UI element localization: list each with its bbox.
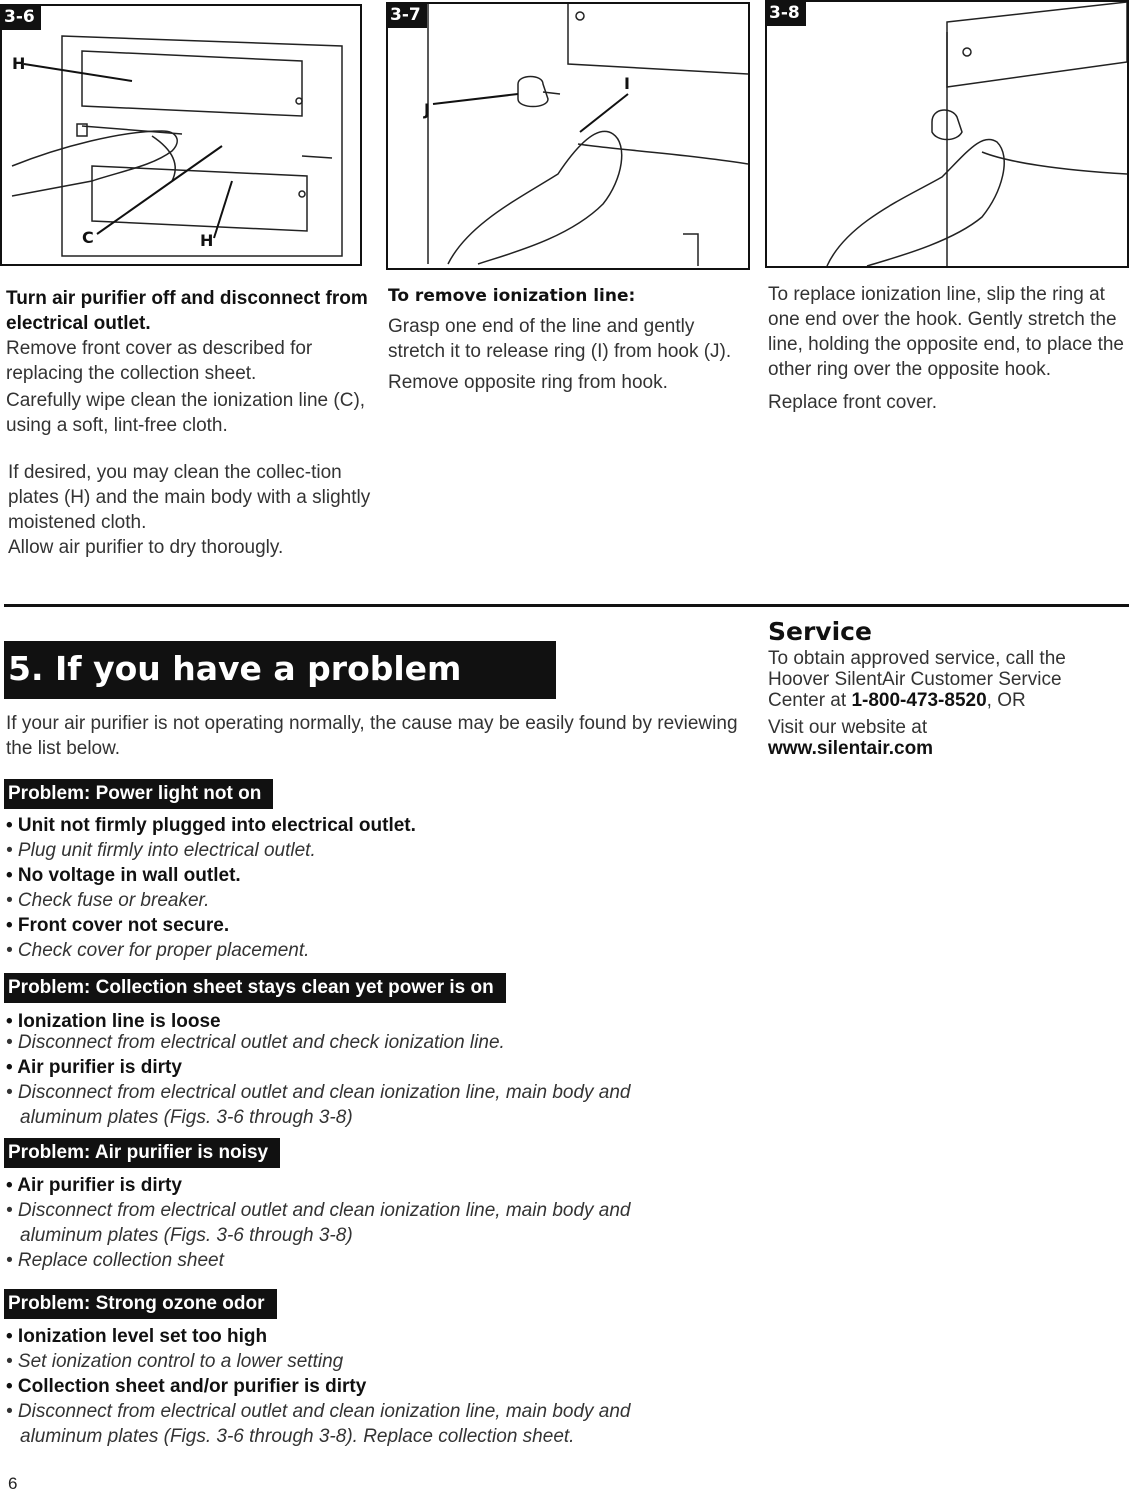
callout-label: J: [424, 100, 430, 119]
problem-cause: • Air purifier is dirty: [6, 1175, 182, 1196]
remedy-line: aluminum plates (Figs. 3-6 through 3-8): [20, 1225, 353, 1246]
replace-instructions: To replace ionization line, slip the rin…: [768, 282, 1128, 415]
instruction-text: To replace ionization line, slip the rin…: [768, 284, 1124, 380]
figure-tag: 3-8: [767, 2, 806, 26]
problem-remedy: • Disconnect from electrical outlet and …: [6, 1080, 631, 1130]
remedy-line: • Disconnect from electrical outlet and …: [6, 1200, 631, 1221]
remedy-line: • Disconnect from electrical outlet and …: [6, 1401, 631, 1422]
problem-remedy: • Check cover for proper placement.: [6, 940, 310, 961]
problem-heading: Problem: Strong ozone odor: [4, 1289, 277, 1319]
service-phone: 1-800-473-8520: [851, 690, 987, 711]
problem-heading: Problem: Air purifier is noisy: [4, 1138, 281, 1168]
figure-3-6: 3-6 H C H: [0, 4, 362, 266]
remedy-line: aluminum plates (Figs. 3-6 through 3-8): [20, 1107, 353, 1128]
figure-tag: 3-6: [2, 6, 41, 30]
remove-instructions: To remove ionization line: Grasp one end…: [388, 286, 742, 395]
problem-remedy: • Set ionization control to a lower sett…: [6, 1351, 344, 1372]
figure-tag: 3-7: [388, 4, 427, 28]
instruction-text: Remove opposite ring from hook.: [388, 372, 668, 393]
problem-remedy: • Replace collection sheet: [6, 1250, 224, 1271]
problem-cause: • Ionization level set too high: [6, 1326, 268, 1347]
problem-cause: • Unit not firmly plugged into electrica…: [6, 815, 416, 836]
instruction-heading: Turn air purifier off and disconnect fro…: [6, 288, 368, 334]
service-heading: Service: [768, 617, 872, 646]
problem-remedy: • Disconnect from electrical outlet and …: [6, 1399, 631, 1449]
service-text: Hoover SilentAir Customer Service: [768, 669, 1062, 690]
service-text: Visit our website at: [768, 717, 928, 738]
problem-cause: • Air purifier is dirty: [6, 1057, 182, 1078]
figure-3-6-illustration: [11, 35, 343, 257]
figure-3-8-illustration: [826, 2, 1127, 266]
instruction-text: Carefully wipe clean the ionization line…: [6, 390, 366, 436]
instruction-text: Remove front cover as described for repl…: [6, 338, 313, 384]
service-text: , OR: [986, 690, 1026, 711]
instruction-text: Replace front cover.: [768, 392, 937, 413]
instruction-text: Grasp one end of the line and gently str…: [388, 316, 732, 362]
remedy-line: • Disconnect from electrical outlet and …: [6, 1082, 631, 1103]
cleaning-instructions: Turn air purifier off and disconnect fro…: [6, 286, 376, 560]
instruction-text: If desired, you may clean the collec-tio…: [8, 462, 371, 533]
page-number: 6: [8, 1474, 18, 1493]
section-title: 5. If you have a problem: [4, 641, 556, 699]
service-text: To obtain approved service, call the: [768, 648, 1066, 669]
section-intro: If your air purifier is not operating no…: [6, 713, 738, 759]
problem-remedy: • Disconnect from electrical outlet and …: [6, 1032, 505, 1053]
problem-cause: • No voltage in wall outlet.: [6, 865, 241, 886]
callout-label: H: [200, 231, 214, 250]
callout-label: H: [12, 54, 26, 73]
figure-3-7: 3-7 J I: [386, 2, 750, 270]
problem-heading: Problem: Collection sheet stays clean ye…: [4, 973, 506, 1003]
service-text: Center at: [768, 690, 852, 711]
problem-remedy: • Disconnect from electrical outlet and …: [6, 1198, 631, 1248]
figure-3-8: 3-8: [765, 0, 1129, 268]
callout-label: C: [82, 228, 94, 247]
problem-remedy: • Check fuse or breaker.: [6, 890, 210, 911]
instruction-text: Allow air purifier to dry thorougly.: [8, 537, 284, 558]
problem-cause: • Ionization line is loose: [6, 1011, 221, 1032]
callout-label: I: [624, 74, 630, 93]
problem-cause: • Collection sheet and/or purifier is di…: [6, 1376, 367, 1397]
problem-cause: • Front cover not secure.: [6, 915, 230, 936]
service-website: www.silentair.com: [768, 738, 934, 759]
remedy-line: aluminum plates (Figs. 3-6 through 3-8).…: [20, 1426, 575, 1447]
instruction-heading: To remove ionization line:: [388, 286, 636, 306]
service-info: Service To obtain approved service, call…: [768, 616, 1128, 759]
section-divider: [4, 604, 1129, 607]
problem-heading: Problem: Power light not on: [4, 779, 274, 809]
figure-3-7-illustration: [427, 4, 748, 266]
problem-remedy: • Plug unit firmly into electrical outle…: [6, 840, 316, 861]
